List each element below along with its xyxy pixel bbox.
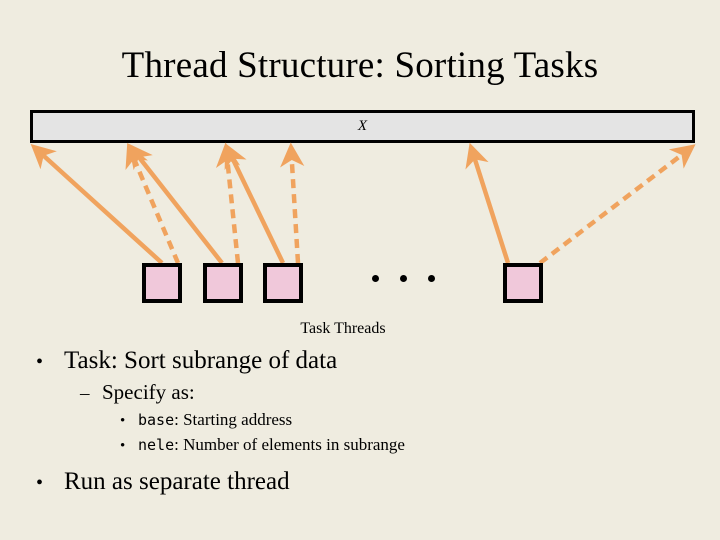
code-token-nele: nele	[138, 436, 175, 454]
ellipsis-dot	[428, 275, 435, 282]
bullet-item-nele: • nele: Number of elements in subrange	[30, 433, 690, 458]
page-title: Thread Structure: Sorting Tasks	[121, 45, 599, 86]
bullet-list: • Task: Sort subrange of data – Specify …	[30, 345, 690, 499]
ellipsis-dots	[370, 275, 440, 289]
thread-range-start-arrow-2	[224, 142, 286, 264]
ellipsis-dot	[400, 275, 407, 282]
code-token-base: base	[138, 411, 175, 429]
bullet-item-task: • Task: Sort subrange of data	[30, 345, 690, 378]
task-threads-caption: Task Threads	[300, 320, 386, 337]
task-thread-box	[263, 263, 303, 303]
bullet-text-rest: : Starting address	[174, 410, 293, 429]
bullet-marker: •	[120, 413, 126, 429]
data-array-bar: X	[30, 110, 695, 143]
thread-range-end-arrow-2	[280, 142, 305, 264]
bullet-text: Run as separate thread	[64, 468, 290, 495]
bullet-item-specify: – Specify as:	[30, 378, 690, 408]
bullet-item-run-thread: • Run as separate thread	[30, 466, 690, 499]
bullet-marker: –	[80, 383, 90, 404]
thread-range-end-arrow-0	[125, 142, 181, 264]
bullet-marker: •	[36, 351, 44, 373]
array-label: X	[357, 118, 368, 134]
bullet-text: base: Starting address	[138, 408, 292, 432]
bullet-marker: •	[120, 438, 126, 454]
thread-range-end-arrow-1	[215, 142, 241, 264]
bullet-text: Task: Sort subrange of data	[64, 347, 338, 374]
bullet-text: Specify as:	[102, 380, 195, 404]
task-thread-box	[203, 263, 243, 303]
ellipsis-dot	[372, 275, 379, 282]
thread-range-end-arrow-3	[538, 144, 696, 265]
thread-range-start-arrow-0	[30, 143, 164, 265]
bullet-marker: •	[36, 472, 44, 494]
bullet-item-base: • base: Starting address	[30, 408, 690, 433]
bullet-text-rest: : Number of elements in subrange	[174, 435, 405, 454]
bullet-text: nele: Number of elements in subrange	[138, 433, 405, 457]
task-thread-box	[142, 263, 182, 303]
thread-range-start-arrow-1	[128, 143, 224, 265]
task-thread-box	[503, 263, 543, 303]
thread-range-start-arrow-3	[465, 142, 511, 264]
